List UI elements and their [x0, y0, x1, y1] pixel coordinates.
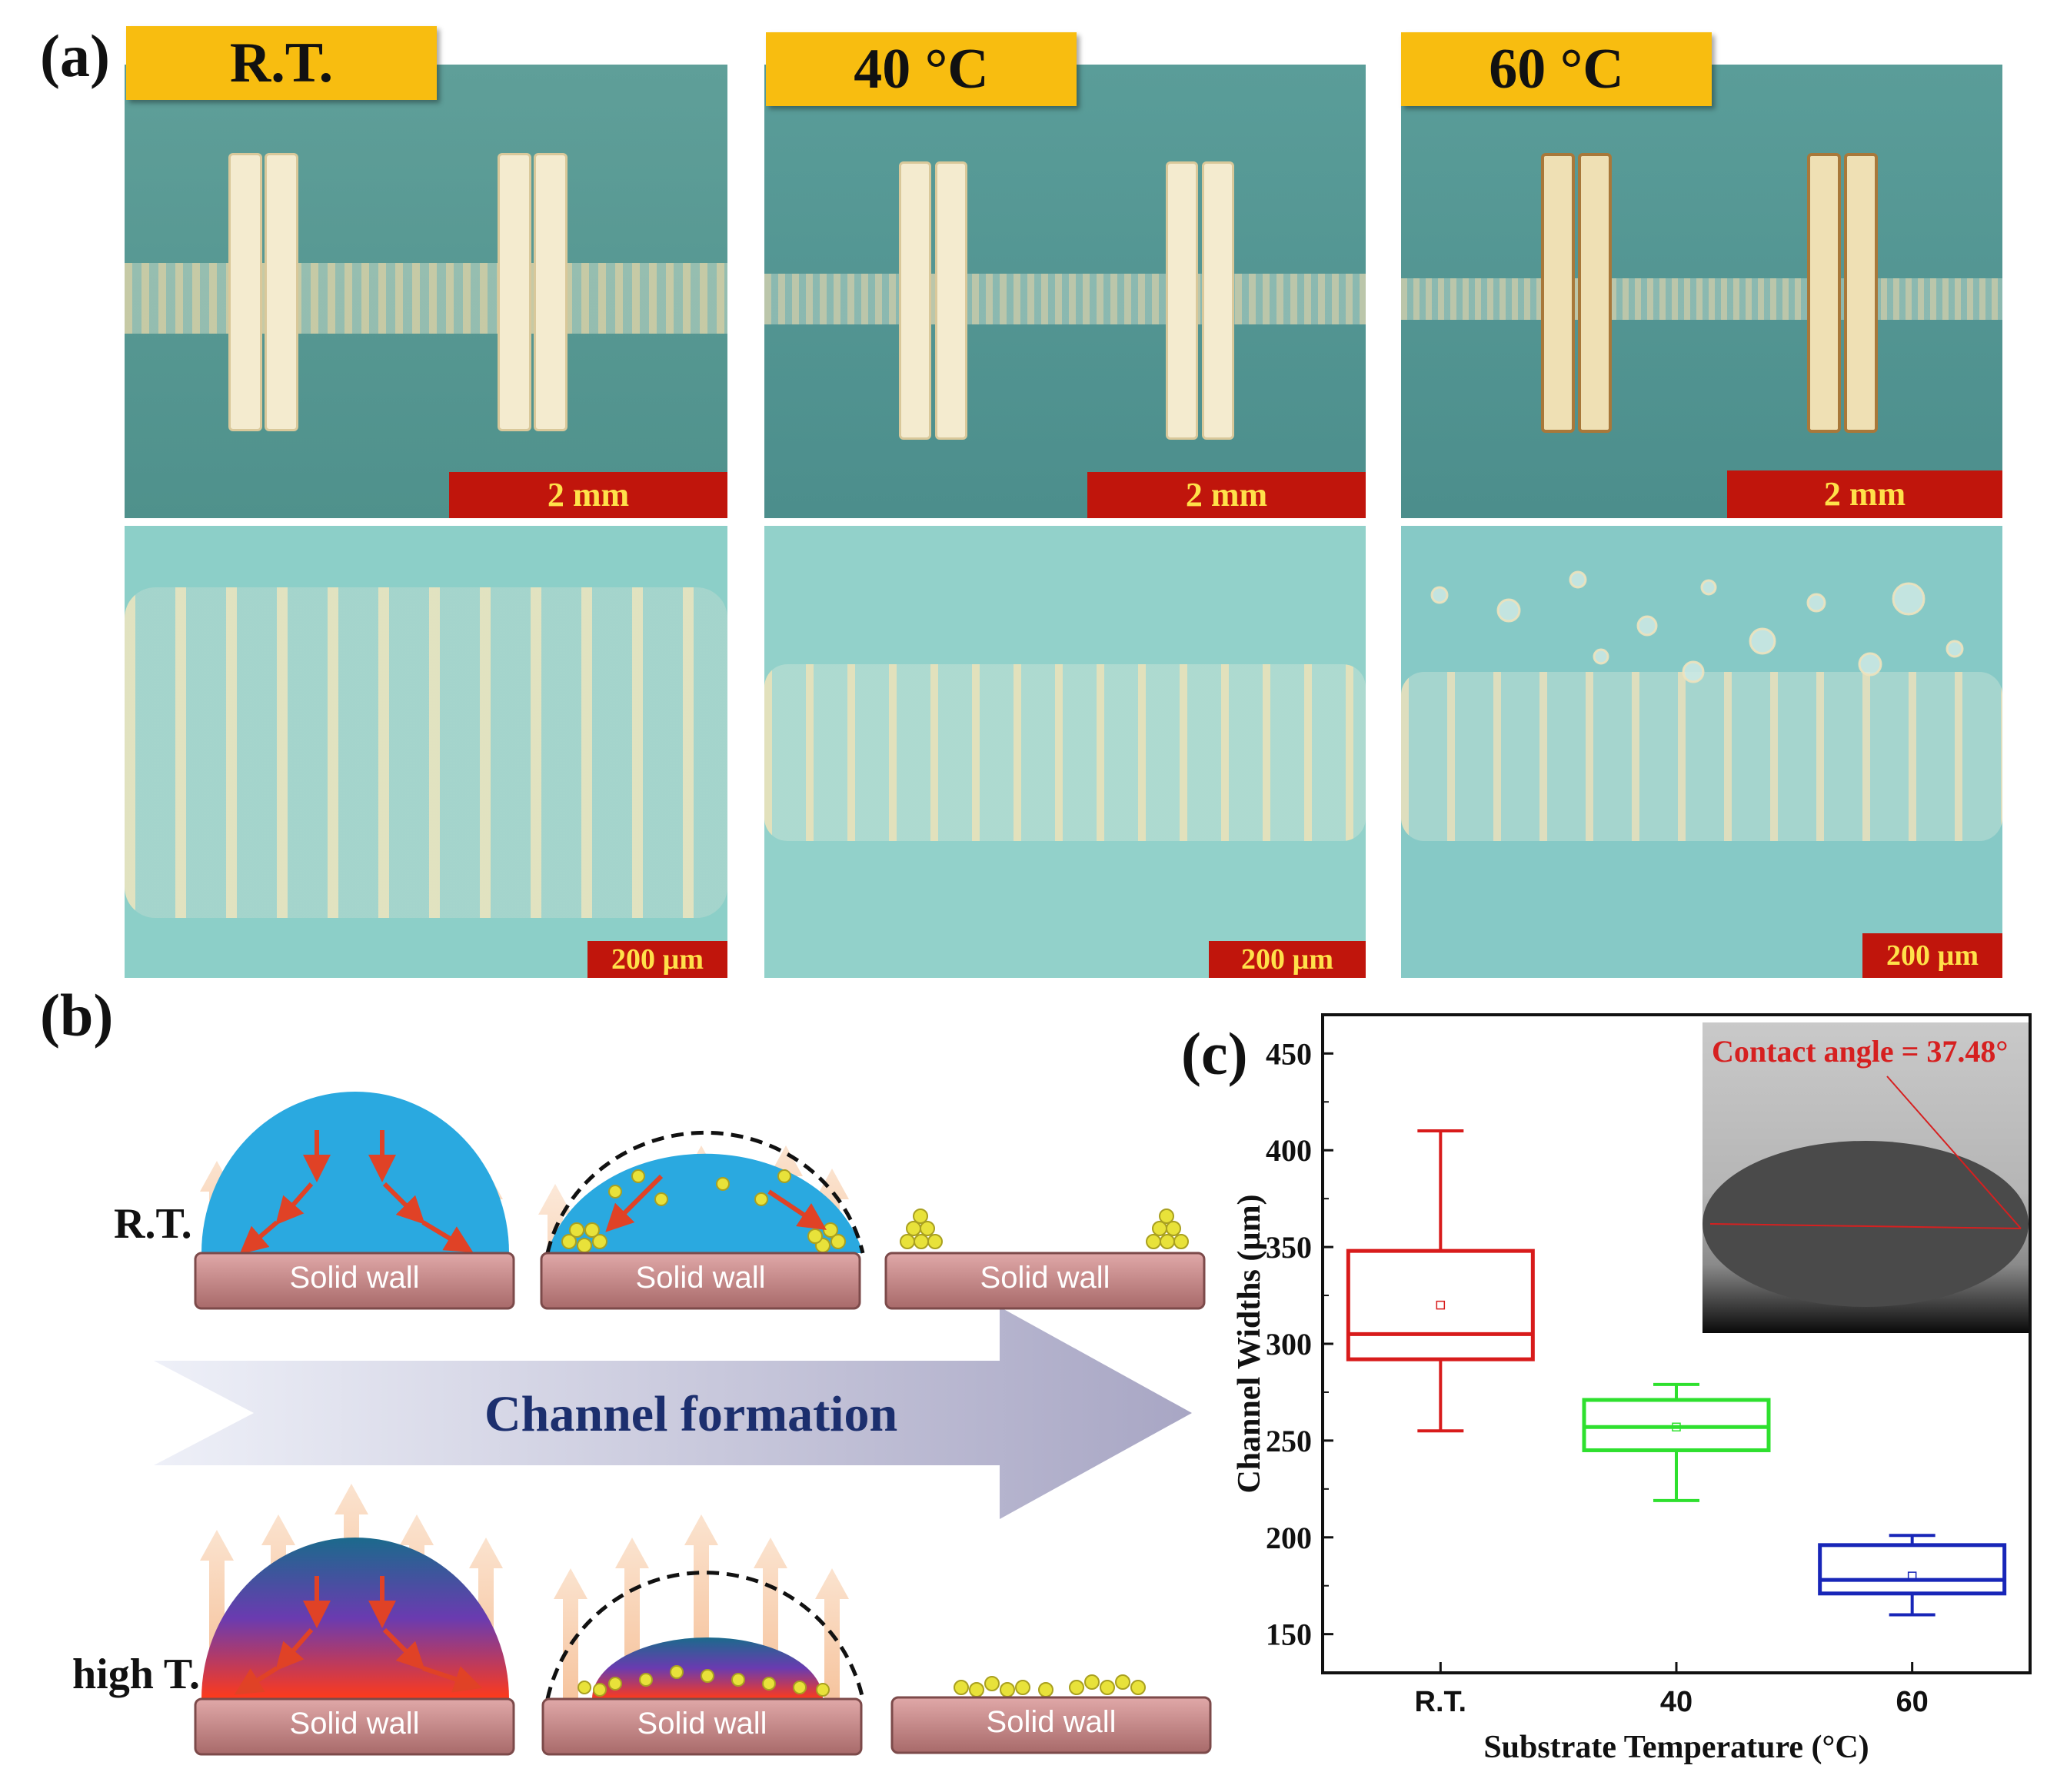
wall-label: Solid wall	[980, 1261, 1110, 1295]
particles-rt-ring	[900, 1209, 1189, 1249]
printed-line	[125, 263, 727, 334]
y-tick-label: 450	[1266, 1036, 1312, 1071]
printed-line	[125, 587, 727, 918]
panel-b-letter: (b)	[40, 982, 114, 1049]
flow-arrows-rt	[239, 1130, 474, 1255]
printed-line	[764, 274, 1366, 324]
electrode	[1166, 161, 1198, 440]
temperature-tag: R.T.	[126, 26, 437, 100]
electrode	[899, 161, 931, 440]
scale-bar-2mm: 2 mm	[1087, 472, 1366, 518]
big-arrow	[154, 1307, 1192, 1519]
y-tick-label: 250	[1266, 1424, 1312, 1458]
wall-label: Solid wall	[635, 1261, 766, 1295]
micrograph-40c-low-mag	[764, 65, 1366, 518]
temperature-tag: 60 °C	[1401, 32, 1712, 106]
row-label-high-t: high T.	[72, 1651, 201, 1698]
flow-arrows-drying	[605, 1174, 827, 1232]
printed-line	[764, 664, 1366, 841]
y-axis-label: Channel Widths (µm)	[1232, 1194, 1267, 1493]
scale-bar-2mm: 2 mm	[1727, 470, 2002, 518]
solid-wall	[541, 1697, 863, 1756]
x-tick-label: 60	[1896, 1686, 1929, 1718]
micrograph-rt-high-mag	[125, 526, 727, 978]
x-tick-label: 40	[1660, 1686, 1693, 1718]
mean-marker	[1672, 1422, 1681, 1432]
temperature-tag: 40 °C	[766, 32, 1077, 106]
original-contour	[545, 1130, 865, 1254]
y-tick-label: 200	[1266, 1521, 1312, 1555]
scale-bar-2mm: 2 mm	[449, 472, 727, 518]
box-iqr	[1346, 1248, 1535, 1361]
solid-wall	[884, 1252, 1206, 1310]
electrode	[228, 153, 262, 431]
droplet-profile	[1703, 1076, 2029, 1307]
electrode	[1578, 153, 1612, 433]
electrode	[498, 153, 531, 431]
panel-a-letter: (a)	[40, 22, 110, 89]
y-tick-label: 350	[1266, 1230, 1312, 1265]
x-tick-label: R.T.	[1415, 1686, 1467, 1718]
micrograph-60c-high-mag	[1401, 526, 2002, 978]
droplet-high-t	[201, 1538, 509, 1699]
wall-label: Solid wall	[637, 1707, 767, 1740]
particles-high-t-uniform	[954, 1674, 1146, 1697]
wall-label: Solid wall	[289, 1261, 420, 1295]
contact-angle-inset	[1703, 1022, 2029, 1333]
electrode	[1541, 153, 1575, 433]
y-tick-label: 400	[1266, 1133, 1312, 1168]
mean-marker	[1907, 1571, 1917, 1581]
scale-bar-200um: 200 µm	[587, 941, 727, 978]
electrode	[1202, 161, 1234, 440]
micrograph-60c-low-mag	[1401, 65, 2002, 518]
box-iqr	[1818, 1543, 2007, 1596]
particles-high-t-drying	[577, 1665, 830, 1697]
contact-angle-label: Contact angle = 37.48°	[1712, 1034, 2009, 1069]
solid-wall	[194, 1252, 515, 1310]
micrograph-rt-low-mag	[125, 65, 727, 518]
row-label-rt: R.T.	[114, 1200, 192, 1248]
satellite-droplets	[1430, 570, 1964, 683]
solid-wall	[890, 1696, 1212, 1754]
channel-formation-schematic	[154, 1092, 1212, 1756]
x-axis-label: Substrate Temperature (°C)	[1483, 1730, 1869, 1765]
wall-label: Solid wall	[986, 1705, 1117, 1739]
scale-bar-200um: 200 µm	[1862, 933, 2002, 978]
box-iqr	[1582, 1398, 1771, 1452]
panel-c-letter: (c)	[1181, 1020, 1248, 1087]
mean-marker	[1436, 1300, 1446, 1310]
electrode	[534, 153, 568, 431]
electrode	[935, 161, 967, 440]
y-tick-label: 150	[1266, 1617, 1312, 1652]
electrode	[1807, 153, 1841, 433]
electrode	[1844, 153, 1878, 433]
flow-arrows-high-t	[234, 1576, 483, 1695]
micrograph-40c-high-mag	[764, 526, 1366, 978]
particles-drying	[561, 1169, 846, 1253]
channel-formation-label: Channel formation	[484, 1386, 898, 1442]
printed-line	[1401, 672, 2002, 841]
scale-bar-200um: 200 µm	[1209, 941, 1366, 978]
printed-line	[1401, 278, 2002, 320]
wall-label: Solid wall	[289, 1707, 420, 1740]
electrode	[265, 153, 298, 431]
solid-wall	[194, 1697, 515, 1756]
original-contour	[545, 1571, 865, 1700]
y-tick-label: 300	[1266, 1327, 1312, 1361]
solid-wall	[540, 1252, 861, 1310]
